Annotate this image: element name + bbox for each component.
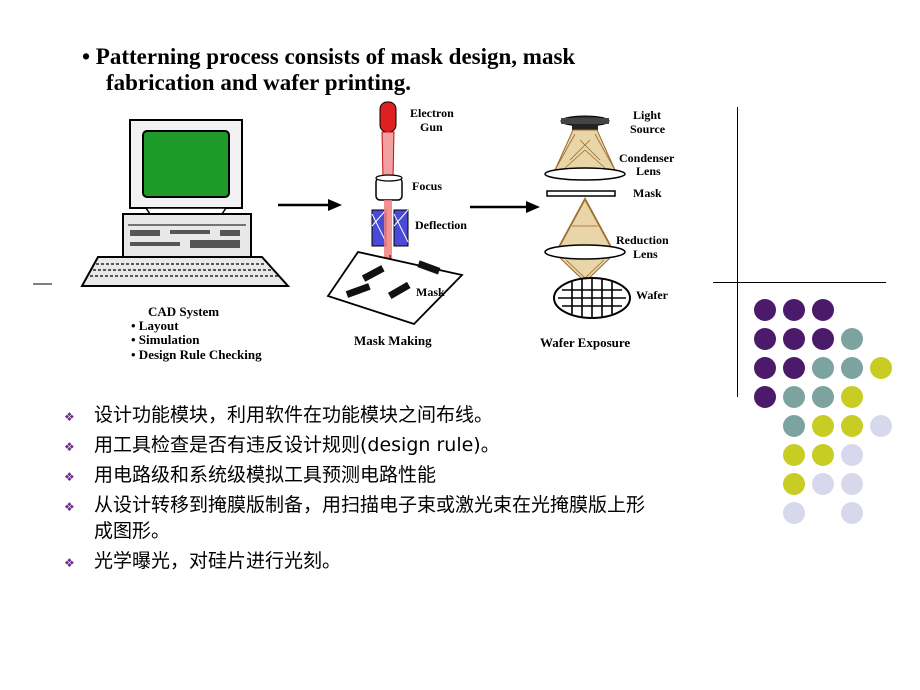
condenser-label-1: Condenser — [619, 151, 675, 165]
light-source-label-1: Light — [633, 108, 661, 122]
wafer-label: Wafer — [636, 288, 669, 302]
headline: • Patterning process consists of mask de… — [82, 44, 702, 96]
decorative-dot — [783, 328, 805, 350]
cad-title: CAD System — [148, 304, 219, 319]
light-source-icon — [560, 115, 610, 130]
diamond-cluster-icon: ❖ — [64, 556, 75, 570]
diamond-cluster-icon: ❖ — [64, 440, 75, 454]
cad-item-simulation: • Simulation — [131, 332, 200, 347]
mask-plate-icon — [546, 190, 616, 197]
cad-item-drc: • Design Rule Checking — [131, 347, 262, 362]
focus-label: Focus — [412, 179, 442, 193]
decorative-dot — [812, 415, 834, 437]
condenser-cone-icon — [554, 129, 616, 171]
patterning-diagram: CAD System • Layout • Simulation • Desig… — [33, 101, 675, 362]
arrow-icon — [470, 201, 540, 213]
cad-item-layout: • Layout — [131, 318, 179, 333]
condenser-lens-icon — [544, 167, 626, 181]
light-source-label-2: Source — [630, 122, 666, 136]
decorative-dot — [841, 415, 863, 437]
decorative-vertical-line — [737, 107, 738, 397]
decorative-dot — [841, 357, 863, 379]
electron-gun-label-2: Gun — [420, 120, 443, 134]
cad-computer-icon — [80, 119, 291, 287]
mask-making-title: Mask Making — [354, 333, 432, 348]
decorative-dot — [841, 444, 863, 466]
decorative-dot — [754, 299, 776, 321]
decorative-dot — [841, 502, 863, 524]
decorative-dot — [812, 473, 834, 495]
decorative-dot — [783, 386, 805, 408]
diamond-cluster-icon: ❖ — [64, 410, 75, 424]
headline-line-1: • Patterning process consists of mask de… — [82, 44, 576, 69]
decorative-dot — [870, 357, 892, 379]
decorative-dot — [812, 328, 834, 350]
mask-plate-icon — [326, 250, 464, 326]
list-item: ❖光学曝光，对硅片进行光刻。 — [62, 548, 702, 574]
decorative-dot — [783, 357, 805, 379]
reduction-label-1: Reduction — [616, 233, 669, 247]
decorative-dot — [754, 328, 776, 350]
headline-line-2: fabrication and wafer printing. — [106, 70, 411, 95]
decorative-dot — [783, 415, 805, 437]
wafer-exposure-title: Wafer Exposure — [540, 335, 630, 350]
list-item: ❖用电路级和系统级模拟工具预测电路性能 — [62, 462, 702, 488]
decorative-dot — [812, 444, 834, 466]
list-item: ❖用工具检查是否有违反设计规则(design rule)。 — [62, 432, 702, 458]
decorative-dot — [754, 357, 776, 379]
list-item: ❖从设计转移到掩膜版制备，用扫描电子束或激光束在光掩膜版上形成图形。 — [64, 494, 646, 542]
diamond-cluster-icon: ❖ — [64, 470, 75, 484]
decorative-dot — [754, 386, 776, 408]
list-item: ❖设计功能模块，利用软件在功能模块之间布线。 — [62, 402, 702, 428]
exposure-mask-label: Mask — [633, 186, 662, 200]
decorative-dot — [841, 386, 863, 408]
mask-label: Mask — [416, 285, 445, 299]
decorative-dot — [812, 357, 834, 379]
decorative-dot — [841, 473, 863, 495]
condenser-label-2: Lens — [636, 164, 661, 178]
decorative-dot — [783, 444, 805, 466]
decorative-dot — [841, 328, 863, 350]
electron-gun-label-1: Electron — [410, 106, 454, 120]
reduction-lens-icon — [544, 244, 626, 260]
decorative-dot — [783, 299, 805, 321]
decorative-dot — [812, 386, 834, 408]
decorative-dot — [812, 299, 834, 321]
reduction-cone-icon — [556, 196, 614, 283]
decorative-dot — [870, 415, 892, 437]
decorative-dot — [783, 502, 805, 524]
decorative-dot — [783, 473, 805, 495]
decorative-horizontal-line — [713, 282, 886, 283]
wafer-icon — [553, 277, 631, 319]
focus-lens-icon — [375, 174, 403, 201]
arrow-icon — [278, 199, 342, 211]
bullet-list: ❖设计功能模块，利用软件在功能模块之间布线。 ❖用工具检查是否有违反设计规则(d… — [62, 402, 702, 578]
electron-gun-icon — [379, 101, 397, 179]
diamond-cluster-icon: ❖ — [64, 500, 75, 514]
reduction-label-2: Lens — [633, 247, 658, 261]
deflection-label: Deflection — [415, 218, 467, 232]
